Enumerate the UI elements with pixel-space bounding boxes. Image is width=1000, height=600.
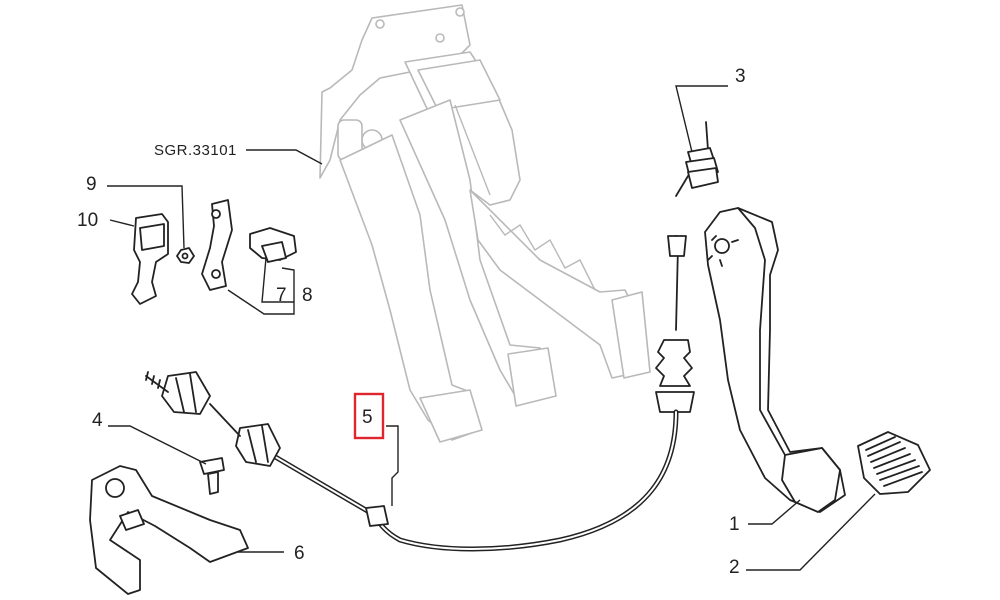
callout-7: 7 (276, 285, 287, 306)
nut-part (176, 247, 195, 264)
callout-6: 6 (294, 543, 305, 564)
bolt-part (199, 457, 225, 495)
clutch-cable-part (145, 235, 695, 552)
leader-lines (107, 85, 876, 571)
callout-5-highlight-box (353, 392, 385, 440)
pedal-box-assembly-ghost (319, 4, 651, 443)
callout-1: 1 (729, 514, 740, 535)
return-spring-part (675, 121, 719, 197)
plate-bracket-part (201, 199, 233, 291)
callout-9: 9 (86, 174, 97, 195)
callout-3: 3 (735, 66, 746, 87)
callout-2: 2 (729, 557, 740, 578)
pedal-pad-part (857, 431, 931, 495)
clutch-pedal-part (704, 207, 846, 513)
callout-8: 8 (302, 285, 313, 306)
labels: SGR.33101 9 10 7 8 3 4 6 1 2 5 (77, 66, 746, 578)
callout-10: 10 (77, 210, 98, 231)
callout-5: 5 (362, 407, 373, 428)
clip-part (249, 227, 297, 263)
reference-code-label: SGR.33101 (154, 142, 237, 159)
cable-holder-part (131, 213, 169, 305)
callout-4: 4 (92, 410, 103, 431)
support-bracket-part (89, 465, 249, 595)
